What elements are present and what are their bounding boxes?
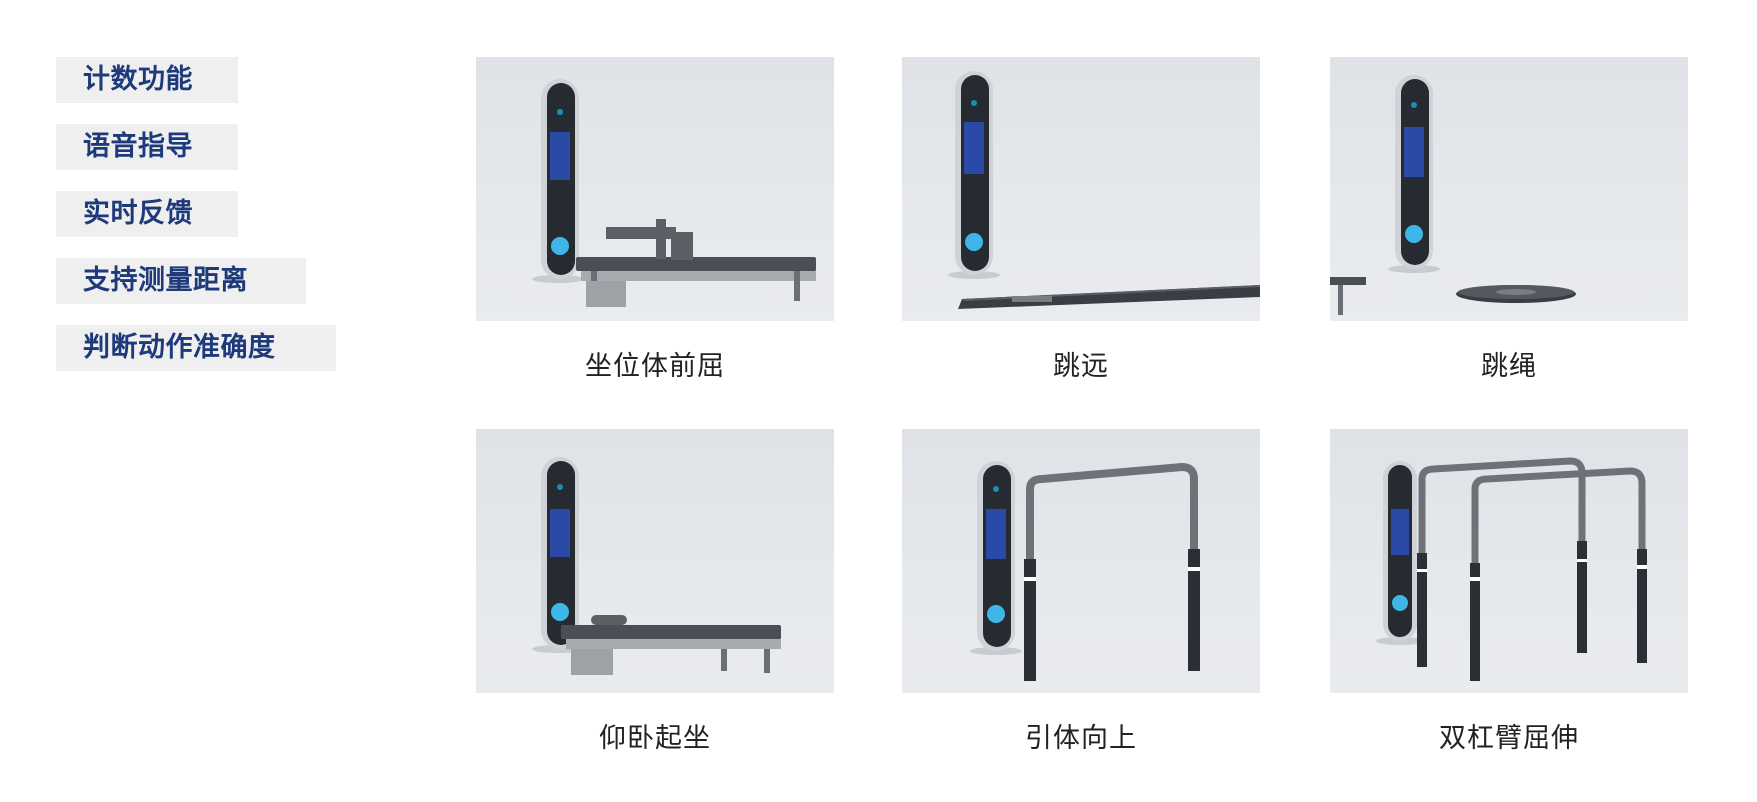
product-card-jump-rope[interactable]: 跳绳	[1330, 57, 1688, 383]
feature-realtime-feedback: 实时反馈	[56, 191, 238, 237]
product-image	[902, 57, 1260, 321]
product-card-pull-up[interactable]: 引体向上	[902, 429, 1260, 755]
product-image	[1330, 57, 1688, 321]
product-label: 引体向上	[1025, 723, 1137, 754]
product-label: 坐位体前屈	[585, 351, 725, 382]
feature-list: 计数功能 语音指导 实时反馈 支持测量距离 判断动作准确度	[56, 57, 336, 392]
product-label: 跳远	[1053, 351, 1109, 382]
product-label: 双杠臂屈伸	[1439, 723, 1579, 754]
feature-counting: 计数功能	[56, 57, 238, 103]
product-image	[902, 429, 1260, 693]
feature-voice-guidance: 语音指导	[56, 124, 238, 170]
product-card-sit-and-reach[interactable]: 坐位体前屈	[476, 57, 834, 383]
product-label: 仰卧起坐	[599, 723, 711, 754]
product-label: 跳绳	[1481, 351, 1537, 382]
feature-distance-measurement: 支持测量距离	[56, 258, 306, 304]
product-card-sit-up[interactable]: 仰卧起坐	[476, 429, 834, 755]
product-image	[476, 429, 834, 693]
product-card-long-jump[interactable]: 跳远	[902, 57, 1260, 383]
feature-accuracy-judgement: 判断动作准确度	[56, 325, 336, 371]
product-image	[476, 57, 834, 321]
product-card-parallel-bars[interactable]: 双杠臂屈伸	[1330, 429, 1688, 755]
product-image	[1330, 429, 1688, 693]
